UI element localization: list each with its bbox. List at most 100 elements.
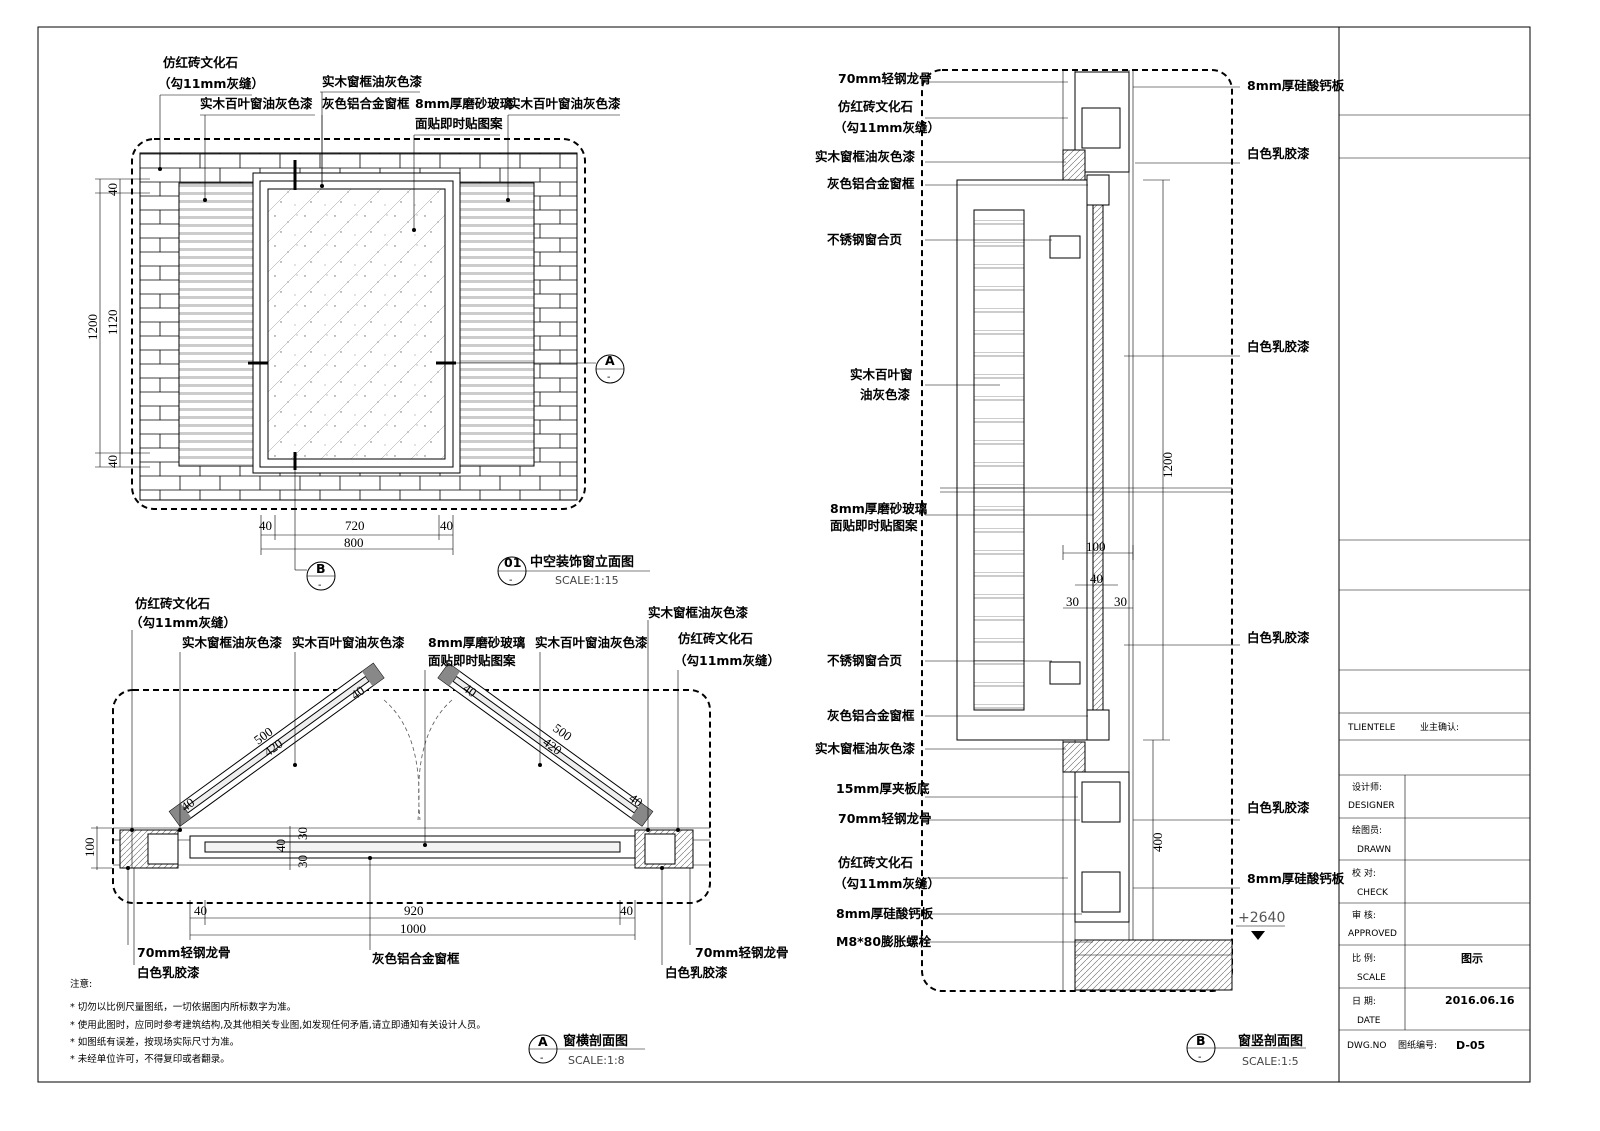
elev-dim-720: 720 — [345, 518, 365, 533]
tb-designer-en: DESIGNER — [1348, 801, 1395, 811]
elev-dim-top-40: 40 — [105, 183, 120, 196]
left-louver — [178, 182, 254, 467]
tb-drawn-en: DRAWN — [1357, 845, 1391, 855]
vsec-scale: SCALE:1:5 — [1242, 1055, 1299, 1068]
vsec-left-label-9: 8mm厚磨砂玻璃 — [830, 501, 928, 516]
elev-title-sub: - — [509, 575, 512, 586]
elev-title: 中空装饰窗立面图 — [530, 554, 634, 570]
note-item-1: * 切勿以比例尺量图纸，一切依据图内所标数字为准。 — [70, 1001, 296, 1013]
tb-client-cn: 业主确认: — [1420, 721, 1459, 733]
vsec-level: +2640 — [1238, 910, 1285, 926]
note-item-3: * 如图纸有误差，按现场实际尺寸为准。 — [70, 1036, 239, 1048]
vsec-left-label-12: 灰色铝合金窗框 — [827, 708, 915, 723]
elev-label-brick-joint: （勾11mm灰缝） — [158, 76, 264, 91]
elev-label-frame-paint: 实木窗框油灰色漆 — [322, 74, 423, 89]
plan-section-view: 仿红砖文化石 （勾11mm灰缝） 实木窗框油灰色漆 实木百叶窗油灰色漆 8mm厚… — [82, 596, 788, 1067]
tb-designer-cn: 设计师: — [1352, 781, 1382, 793]
plan-label-frame-paint-left: 实木窗框油灰色漆 — [182, 635, 283, 650]
vsec-right-label-2: 白色乳胶漆 — [1247, 146, 1310, 161]
tb-dwg-cn: 图纸编号: — [1398, 1039, 1437, 1051]
vsec-right-label-3: 白色乳胶漆 — [1247, 339, 1310, 354]
frosted-glass — [267, 188, 446, 460]
vsec-left-label-15: 70mm轻钢龙骨 — [838, 811, 931, 826]
vsec-left-label-2: 仿红砖文化石 — [838, 99, 913, 114]
plan-label-brick-right: 仿红砖文化石 — [678, 631, 753, 646]
vsec-dim-30a: 30 — [1066, 594, 1079, 609]
tb-dwg-en: DWG.NO — [1347, 1041, 1386, 1051]
elev-label-brick: 仿红砖文化石 — [163, 55, 238, 70]
vsec-right-label-4: 白色乳胶漆 — [1247, 630, 1310, 645]
vsec-left-label-7: 实木百叶窗 — [850, 367, 913, 382]
plan-dim-920: 920 — [404, 903, 424, 918]
elev-label-louver-left: 实木百叶窗油灰色漆 — [200, 96, 313, 111]
elev-title-number: 01 — [504, 555, 521, 570]
elev-scale: SCALE:1:15 — [555, 574, 619, 587]
plan-label-glass-2: 面贴即时贴图案 — [428, 653, 516, 668]
plan-label-stud-left: 70mm轻钢龙骨 — [137, 945, 230, 960]
vsec-dim-100: 100 — [1086, 539, 1106, 554]
plan-label-alu-frame: 灰色铝合金窗框 — [372, 951, 460, 966]
tb-scale-en: SCALE — [1357, 973, 1386, 983]
vsec-dim-1200: 1200 — [1160, 452, 1175, 478]
elev-dim-800: 800 — [344, 535, 364, 550]
tb-date-cn: 日 期: — [1352, 996, 1376, 1007]
vsec-title: 窗竖剖面图 — [1238, 1033, 1303, 1049]
plan-dim-depth-100: 100 — [82, 838, 97, 858]
elev-dim-right-40: 40 — [440, 518, 453, 533]
tb-date-value: 2016.06.16 — [1445, 994, 1515, 1007]
vsec-left-label-19: M8*80膨胀螺栓 — [836, 934, 932, 949]
plan-title-letter: A — [538, 1034, 548, 1049]
plan-label-louver-left: 实木百叶窗油灰色漆 — [292, 635, 405, 650]
plan-dim-30a: 30 — [295, 827, 310, 840]
note-item-4: * 未经单位许可，不得复印或者翻录。 — [70, 1053, 230, 1065]
plan-label-glass-1: 8mm厚磨砂玻璃 — [428, 635, 526, 650]
plan-scale: SCALE:1:8 — [568, 1054, 625, 1067]
elev-dim-left-40: 40 — [259, 518, 272, 533]
vsec-left-label-17: （勾11mm灰缝） — [834, 876, 940, 891]
plan-dim-30b: 30 — [295, 855, 310, 868]
section-a-sub: - — [607, 372, 610, 383]
elev-label-louver-right: 实木百叶窗油灰色漆 — [508, 96, 621, 111]
plan-label-frame-paint-right: 实木窗框油灰色漆 — [648, 605, 749, 620]
vsection-louver — [973, 209, 1025, 711]
vsec-left-label-5: 灰色铝合金窗框 — [827, 176, 915, 191]
note-item-2: * 使用此图时，应同时参考建筑结构,及其他相关专业图,如发现任何矛盾,请立即通知… — [70, 1019, 486, 1031]
elev-label-glass-2: 面贴即时贴图案 — [415, 116, 503, 131]
vsec-left-label-11: 不锈钢窗合页 — [827, 653, 902, 668]
elev-label-alu-frame: 灰色铝合金窗框 — [322, 96, 410, 111]
plan-dim-left-40: 40 — [194, 903, 207, 918]
vertical-section-view: 70mm轻钢龙骨 仿红砖文化石 （勾11mm灰缝） 实木窗框油灰色漆 灰色铝合金… — [815, 69, 1345, 1068]
plan-label-latex-left: 白色乳胶漆 — [137, 965, 200, 980]
vsec-left-label-14: 15mm厚夹板底 — [836, 781, 930, 796]
vsec-left-label-16: 仿红砖文化石 — [838, 855, 913, 870]
title-block: TLIENTELE 业主确认: 设计师: DESIGNER 绘图员: DRAWN… — [1338, 27, 1530, 1082]
section-b-letter: B — [316, 561, 326, 576]
tb-scale-value: 图示 — [1461, 952, 1483, 965]
tb-approved-cn: 审 核: — [1352, 909, 1376, 921]
vsec-left-label-1: 70mm轻钢龙骨 — [838, 71, 931, 86]
plan-dim-40: 40 — [273, 839, 288, 852]
elev-dim-1120: 1120 — [105, 309, 120, 335]
tb-check-cn: 校 对: — [1352, 867, 1376, 879]
plan-label-stud-right: 70mm轻钢龙骨 — [695, 945, 788, 960]
tb-check-en: CHECK — [1357, 888, 1389, 898]
tb-approved-en: APPROVED — [1348, 929, 1397, 939]
plan-title: 窗横剖面图 — [563, 1033, 628, 1049]
vsec-dim-400: 400 — [1150, 833, 1165, 853]
section-a-letter: A — [605, 353, 615, 368]
elevation-view: 仿红砖文化石 （勾11mm灰缝） 实木百叶窗油灰色漆 实木窗框油灰色漆 灰色铝合… — [85, 55, 650, 591]
vsec-left-label-10: 面贴即时贴图案 — [830, 518, 918, 533]
plan-dim-right-40: 40 — [620, 903, 633, 918]
notes: 注意: * 切勿以比例尺量图纸，一切依据图内所标数字为准。 * 使用此图时，应同… — [70, 978, 486, 1065]
vsec-title-letter: B — [1196, 1033, 1206, 1048]
vsec-right-label-5: 白色乳胶漆 — [1247, 800, 1310, 815]
plan-label-louver-right: 实木百叶窗油灰色漆 — [535, 635, 648, 650]
vsec-left-label-6: 不锈钢窗合页 — [827, 232, 902, 247]
vsec-right-label-6: 8mm厚硅酸钙板 — [1247, 871, 1345, 886]
vsec-dim-30b: 30 — [1114, 594, 1127, 609]
vsec-dim-40: 40 — [1090, 571, 1103, 586]
plan-title-sub: - — [540, 1053, 543, 1064]
tb-drawn-cn: 绘图员: — [1352, 824, 1382, 836]
notes-heading: 注意: — [70, 978, 92, 990]
